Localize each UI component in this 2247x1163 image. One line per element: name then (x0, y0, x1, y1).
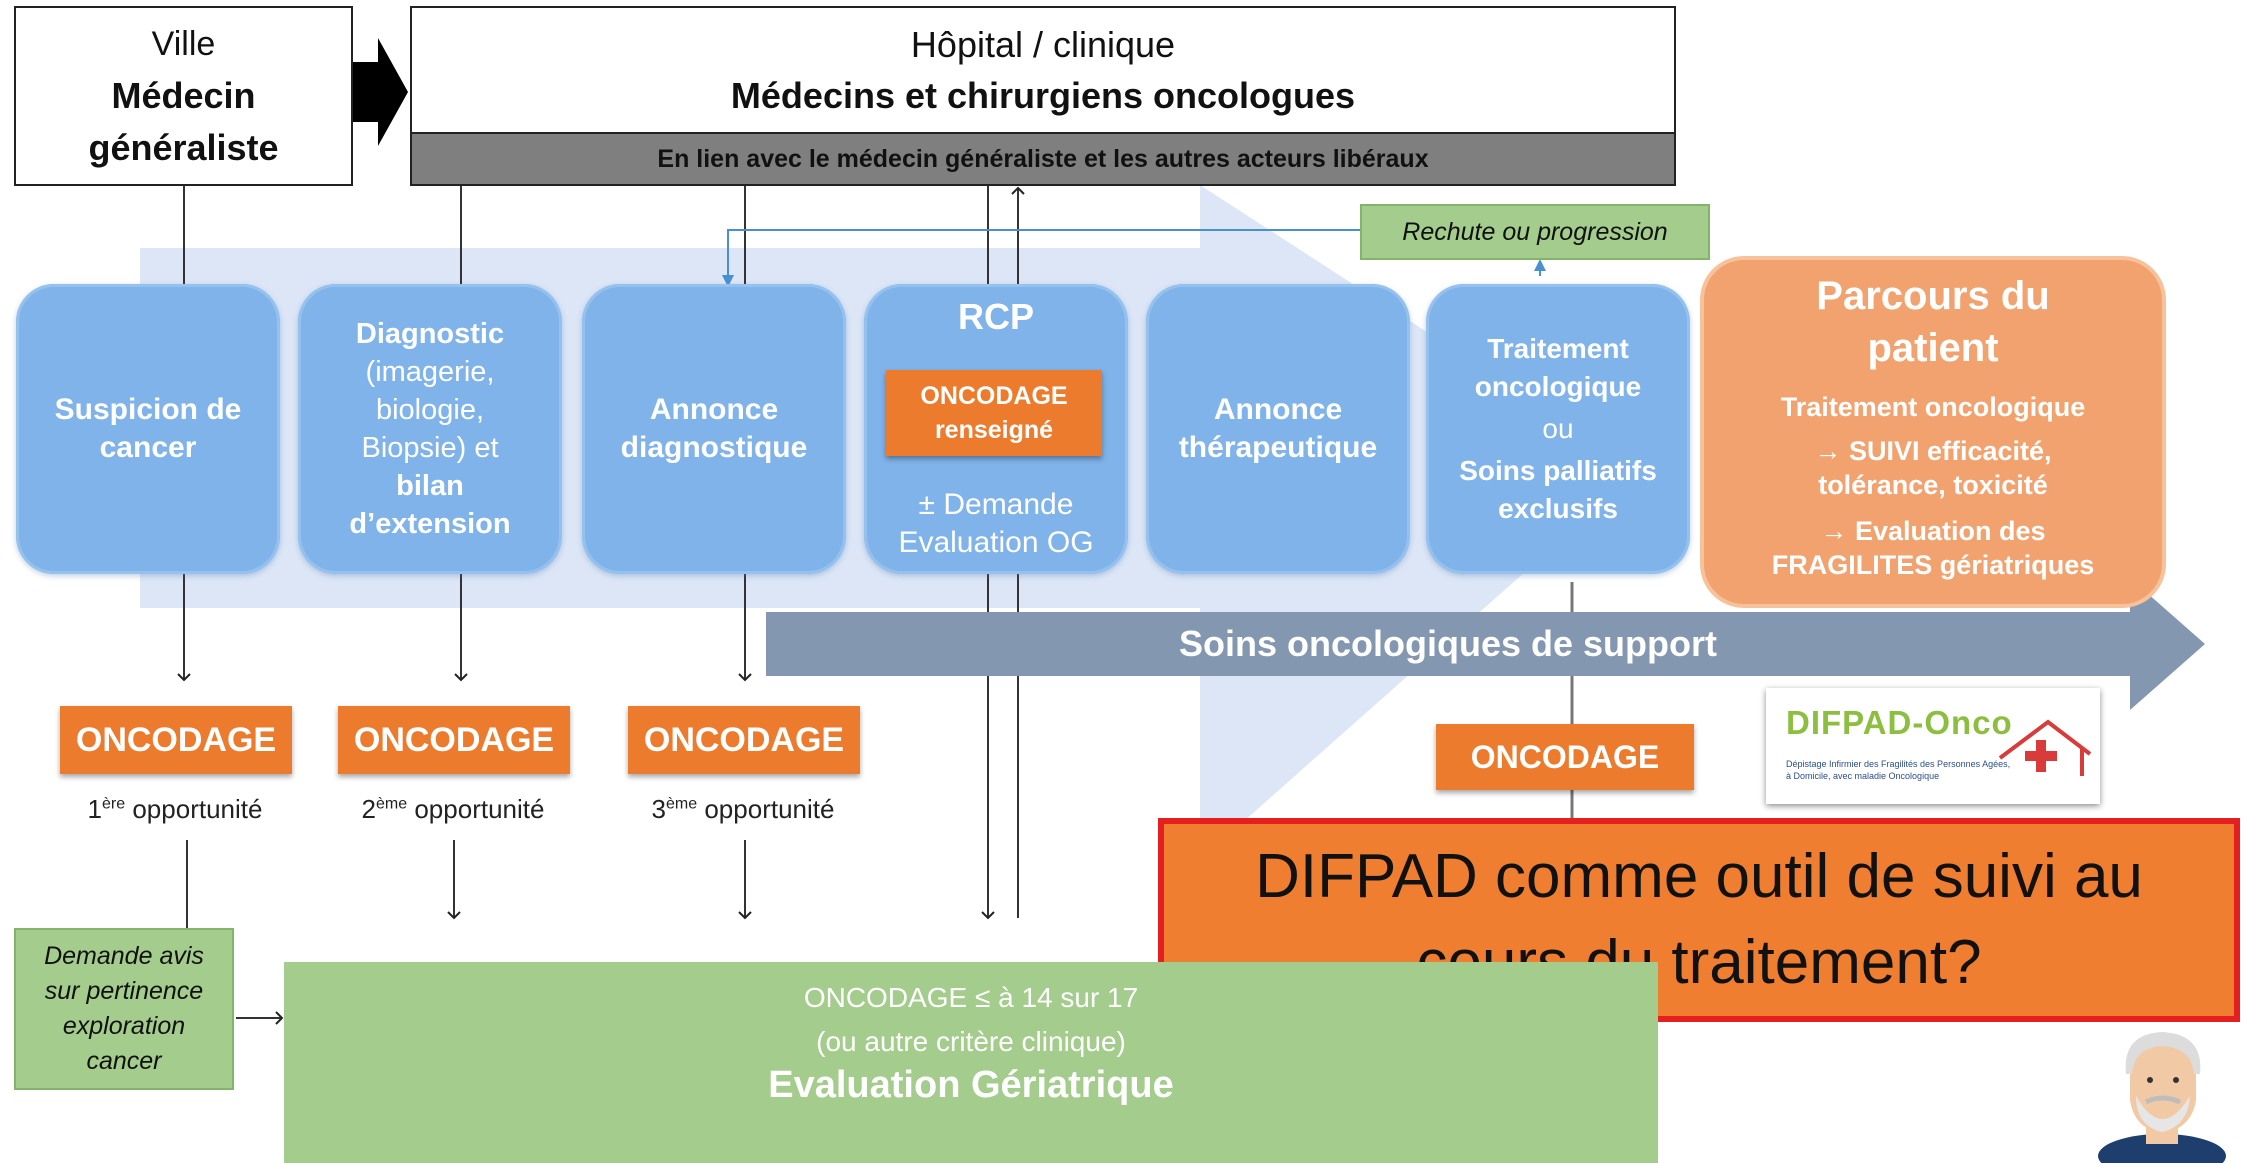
ville-to-hospital-arrow (352, 38, 408, 146)
step-traitement-l1: Traitement (1487, 333, 1629, 364)
rcp-badge-line1: ONCODAGE (920, 382, 1068, 410)
difpad-logo-tagline: Dépistage Infirmier des Fragilités des P… (1786, 758, 2010, 782)
parcours-body: Traitement oncologique → SUIVI efficacit… (1704, 390, 2162, 582)
demande-l4: cancer (86, 1047, 162, 1075)
step-traitement-l2: oncologique (1474, 371, 1642, 402)
rcp-badge-line2: renseigné (934, 416, 1054, 444)
hospital-link-bar: En lien avec le médecin généraliste et l… (410, 132, 1676, 186)
difpad-logo-name: DIFPAD-Onco (1786, 704, 2013, 741)
step-diagnostic-l5: d’extension (349, 508, 511, 540)
evaluation-l2: (ou autre critère clinique) (816, 1026, 1126, 1057)
house-cross-icon (1998, 719, 2092, 776)
opp1-num: 1 (87, 794, 102, 824)
step-annonce-ther-l2: thérapeutique (1178, 431, 1378, 464)
parcours-line5: FRAGILITES gériatriques (1771, 550, 2095, 580)
oncodage-badge-1: ONCODAGE (60, 706, 292, 774)
opp2-num: 2 (361, 794, 376, 824)
step-diagnostic-l2: biologie, (375, 394, 485, 426)
step-diagnostic-l4: bilan (396, 470, 464, 502)
step-suspicion: Suspicion de cancer (16, 284, 280, 574)
parcours-title-l1: Parcours du (1816, 274, 2050, 318)
opportunity-1: 1ère opportunité (50, 794, 300, 825)
ville-label: Ville (151, 25, 216, 63)
parcours-line4: → Evaluation des (1820, 516, 2046, 546)
evaluation-geriatrique-box: ONCODAGE ≤ à 14 sur 17 (ou autre critère… (284, 962, 1658, 1163)
rcp-oncodage-badge: ONCODAGE renseigné (886, 370, 1102, 456)
step-traitement: Traitement oncologique ou Soins palliati… (1426, 284, 1690, 574)
rcp-demande: ± Demande Evaluation OG (864, 486, 1128, 562)
step-annonce-therapeutique: Annonce thérapeutique (1146, 284, 1410, 574)
step-traitement-ou: ou (1542, 413, 1574, 444)
difpad-tagline-l1: Dépistage Infirmier des Fragilités des P… (1786, 759, 2011, 769)
ville-box: Ville Médecin généraliste (14, 6, 353, 186)
step-traitement-l3: Soins palliatifs (1459, 455, 1657, 486)
step-annonce-diag-l2: diagnostique (620, 431, 808, 464)
step-annonce-ther-l1: Annonce (1213, 393, 1343, 426)
rcp-demande-l1: ± Demande (918, 488, 1074, 521)
parcours-line3: tolérance, toxicité (1818, 470, 2048, 500)
step-diagnostic-l3: Biopsie) et (361, 432, 499, 464)
step-diagnostic: Diagnostic (imagerie, biologie, Biopsie)… (298, 284, 562, 574)
difpad-tagline-l2: à Domicile, avec maladie Oncologique (1786, 771, 1940, 781)
demande-l3: exploration (62, 1012, 186, 1040)
parcours-line1: Traitement oncologique (1780, 392, 2086, 422)
parcours-patient-card: Parcours du patient Traitement oncologiq… (1700, 256, 2166, 608)
opp3-num: 3 (651, 794, 666, 824)
evaluation-l1: ONCODAGE ≤ à 14 sur 17 (803, 982, 1139, 1013)
parcours-title: Parcours du patient (1704, 270, 2162, 374)
step-rcp: RCP ONCODAGE renseigné ± Demande Evaluat… (864, 284, 1128, 574)
medecin-label: Médecin (111, 75, 256, 116)
evaluation-title: Evaluation Gériatrique (768, 1064, 1174, 1106)
opp1-sup: ère (102, 795, 126, 813)
rechute-box: Rechute ou progression (1360, 204, 1710, 260)
step-rcp-title: RCP (957, 296, 1034, 337)
evaluation-criteria: ONCODAGE ≤ à 14 sur 17 (ou autre critère… (284, 976, 1658, 1064)
opp3-text: opportunité (697, 794, 835, 824)
difpad-question-banner: DIFPAD comme outil de suivi au cours du … (1158, 818, 2240, 1022)
step-suspicion-line1: Suspicion de (54, 393, 242, 426)
opportunity-2: 2ème opportunité (328, 794, 578, 825)
support-arrow-label: Soins oncologiques de support (1178, 623, 1717, 664)
opp2-sup: ème (376, 795, 408, 813)
step-suspicion-line2: cancer (99, 431, 197, 464)
demande-avis-box: Demande avis sur pertinence exploration … (14, 928, 234, 1090)
hospital-box: Hôpital / clinique Médecins et chirurgie… (410, 6, 1676, 134)
demande-l1: Demande avis (44, 942, 204, 970)
step-diagnostic-l1: (imagerie, (365, 356, 495, 388)
parcours-line2: → SUIVI efficacité, (1814, 436, 2052, 466)
difpad-logo: DIFPAD-Onco Dépistage Infirmier des Frag… (1766, 688, 2100, 804)
step-diagnostic-title: Diagnostic (355, 318, 505, 350)
opp1-text: opportunité (125, 794, 263, 824)
hospital-title: Hôpital / clinique (910, 24, 1176, 65)
generaliste-label: généraliste (88, 127, 279, 168)
oncodage-badge-3: ONCODAGE (628, 706, 860, 774)
oncodage-badge-2: ONCODAGE (338, 706, 570, 774)
rcp-demande-l2: Evaluation OG (898, 526, 1094, 559)
hospital-subtitle: Médecins et chirurgiens oncologues (730, 75, 1356, 116)
demande-l2: sur pertinence (44, 977, 204, 1005)
step-annonce-diagnostique: Annonce diagnostique (582, 284, 846, 574)
step-annonce-diag-l1: Annonce (649, 393, 779, 426)
parcours-title-l2: patient (1867, 326, 1999, 370)
support-arrow (766, 578, 2205, 710)
doctor-avatar-icon (2098, 1032, 2226, 1163)
banner-line1: DIFPAD comme outil de suivi au (1255, 842, 2143, 911)
step-traitement-l4: exclusifs (1498, 493, 1618, 524)
opportunity-3: 3ème opportunité (618, 794, 868, 825)
oncodage-badge-traitement: ONCODAGE (1436, 724, 1694, 790)
opp3-sup: ème (666, 795, 698, 813)
opp2-text: opportunité (407, 794, 545, 824)
